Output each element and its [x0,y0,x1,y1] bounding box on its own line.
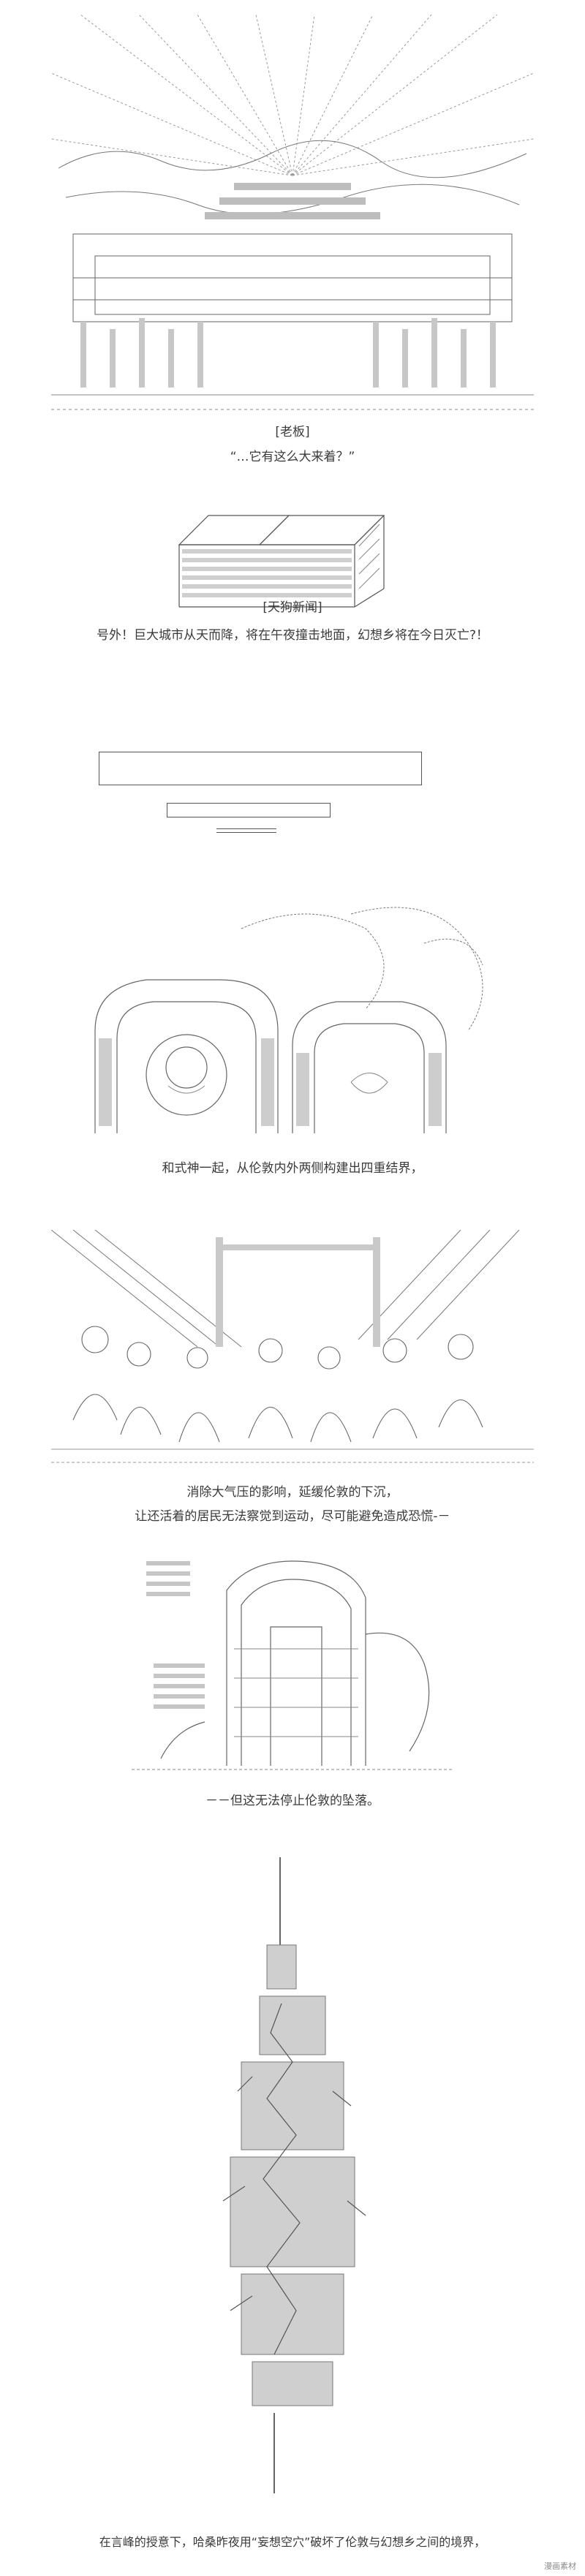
boss-dialogue: “…它有这么大来着？” [230,450,355,464]
falling-city-art [132,1546,453,1780]
blank-banner-medium [167,803,331,817]
barrier-scene-art [88,899,497,1141]
news-headline: 号外！巨大城市从天而降，将在午夜撞击地面，幻想乡将在今日灭亡?！ [96,628,489,643]
city-sunburst-drawing [51,15,534,410]
newspaper-drawing [178,515,385,608]
speaker-news-label: [天狗新闻] [263,600,322,615]
speaker-boss-label: [老板] [275,425,310,439]
stop-caption: －－但这无法停止伦敦的坠落。 [205,1794,380,1808]
blank-banner-small [216,828,276,833]
city-sunburst-art [51,15,534,424]
final-caption: 在言峰的授意下，哈桑昨夜用“妄想空穴”破坏了伦敦与幻想乡之间的境界， [99,2535,486,2549]
kamijo-caption: 和式神一起，从伦敦内外两侧构建出四重结界， [162,1161,423,1176]
pressure-caption: 消除大气压的影响，延缓伦敦的下沉， [186,1485,399,1500]
newspaper-stack-art [165,501,420,611]
boundary-crack-art [208,1857,377,2501]
crowd-scene-art [51,1230,534,1475]
blank-banner-large [99,752,422,785]
crack-drawing [222,1857,366,2493]
residents-caption: 让还活着的居民无法察觉到运动，尽可能避免造成恐慌-－ [135,1509,450,1524]
barrier-drawing [94,907,483,1133]
watermark: 漫画素材 [544,2561,576,2571]
falling-city-drawing [132,1560,453,1770]
crowd-drawing [51,1230,534,1463]
